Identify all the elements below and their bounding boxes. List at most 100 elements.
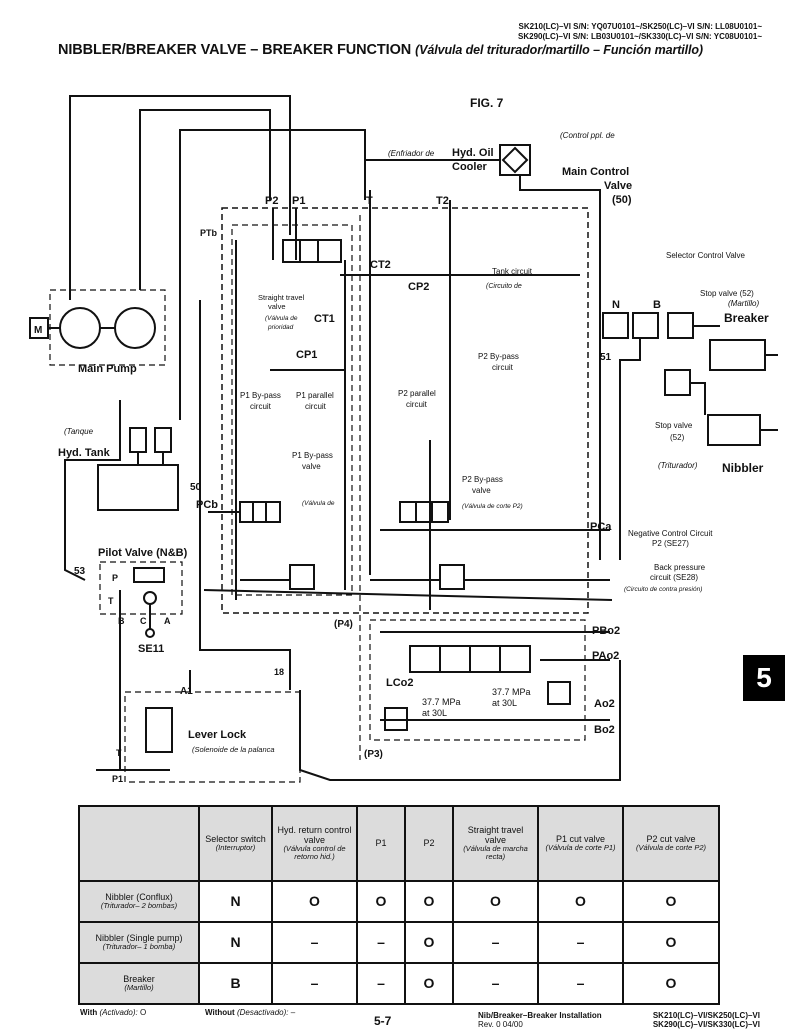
table-cell: –	[271, 961, 358, 1006]
lever-lock-port-t: T	[116, 748, 122, 758]
table-row: Nibbler (Single pump)(Triturador– 1 bomb…	[78, 920, 720, 964]
pilot-port-t: T	[108, 596, 114, 606]
back-pressure-2: circuit (SE28)	[650, 573, 698, 582]
p1-bypass-circuit-2: circuit	[250, 402, 272, 411]
col-straight-travel: Straight travel valve(Válvula de marcha …	[452, 805, 539, 882]
cooler-label-2: Cooler	[452, 161, 488, 173]
main-pump-label: Main Pump	[78, 363, 137, 375]
selector-valve-n	[602, 312, 629, 339]
p1-bypass-valve-es: (Válvula de	[302, 500, 335, 507]
port-pao2: PAo2	[592, 650, 619, 662]
line-pilot-left	[64, 400, 121, 581]
pilot-valve-block	[99, 561, 183, 615]
selector-b-label: B	[653, 299, 661, 311]
lever-lock-solenoid	[145, 707, 173, 753]
model-list-line-2: SK290(LC)–VI S/N: LB03U0101~/SK330(LC)–V…	[518, 32, 762, 41]
footer-doc-1: Nib/Breaker–Breaker Installation	[478, 1011, 602, 1020]
table-cell: O	[622, 879, 720, 923]
nibbler-cylinder	[707, 414, 761, 446]
straight-travel-label-1: Straight travel	[258, 293, 305, 302]
nibbler-label: Nibbler	[722, 461, 764, 475]
port-pbo2: PBo2	[592, 625, 620, 637]
tank-circuit-es: (Circuito de	[486, 283, 522, 290]
martillo-label: (Martillo)	[728, 299, 759, 308]
p2-bypass-circuit-1: P2 By-pass	[478, 352, 519, 361]
back-pressure-es: (Circuito de contra presión)	[624, 586, 702, 593]
mcv-label-3: (50)	[612, 194, 632, 206]
port-pcb: PCb	[196, 499, 218, 511]
straight-travel-spool	[282, 239, 342, 263]
function-matrix-table: Selector switch(Interruptor) Hyd. return…	[78, 805, 720, 1006]
triturador-label: (Triturador)	[658, 461, 698, 470]
port-p3: (P3)	[364, 749, 383, 760]
table-cell: N	[198, 879, 273, 923]
tank-circuit-label: Tank circuit	[492, 267, 533, 276]
line-cooler-return	[179, 129, 366, 420]
table-cell: O	[271, 879, 358, 923]
hydraulic-schematic: FIG. 7 (Control ppl. de (Enfriador de Hy…	[29, 95, 778, 784]
col-p1: P1	[356, 805, 406, 882]
hyd-tank-label: Hyd. Tank	[58, 447, 111, 459]
valve-section-upper	[231, 224, 353, 596]
port-ptb: PTb	[200, 228, 218, 238]
hyd-tank-block	[97, 464, 179, 511]
table-cell: O	[356, 879, 406, 923]
table-cell: –	[537, 920, 624, 964]
title-en: NIBBLER/BREAKER VALVE – BREAKER FUNCTION	[58, 42, 412, 58]
legend-without: Without (Desactivado): –	[205, 1008, 296, 1017]
port-p1: P1	[292, 195, 305, 207]
selector-control-valve-label: Selector Control Valve	[666, 251, 746, 260]
table-cell: O	[622, 920, 720, 964]
table-header-row: Selector switch(Interruptor) Hyd. return…	[78, 805, 720, 882]
lower-section-block	[369, 619, 586, 741]
table-cell: –	[452, 961, 539, 1006]
lever-lock-port-p1: P1	[112, 774, 123, 784]
main-control-valve-block	[221, 207, 589, 614]
table-cell: –	[271, 920, 358, 964]
line-pump-top	[69, 95, 291, 300]
table-cell: –	[356, 961, 406, 1006]
page-number: 5-7	[374, 1014, 392, 1028]
table-cell: N	[198, 920, 273, 964]
selector-n-label: N	[612, 299, 620, 311]
p1-bypass-valve-1: P1 By-pass	[292, 451, 333, 460]
table-cell: O	[404, 879, 454, 923]
col-p1-cut: P1 cut valve(Válvula de corte P1)	[537, 805, 624, 882]
cooler-es-label: (Enfriador de	[388, 149, 435, 158]
control-ppl-label: (Control ppl. de	[560, 131, 615, 140]
footer-models-2: SK290(LC)–VI/SK330(LC)–VI	[652, 1020, 760, 1029]
p2-parallel-2: circuit	[406, 400, 428, 409]
neg-control-2: P2 (SE27)	[652, 539, 689, 548]
pilot-port-c: C	[140, 616, 147, 626]
p1-bypass-valve-2: valve	[302, 462, 321, 471]
line-pump-right	[139, 109, 271, 290]
tanque-label: (Tanque	[64, 427, 94, 436]
pilot-port-a: A	[164, 616, 171, 626]
straight-travel-es-1: (Válvula de	[265, 315, 298, 322]
port-bo2: Bo2	[594, 724, 615, 736]
p1-bypass-circuit-1: P1 By-pass	[240, 391, 281, 400]
col-p2: P2	[404, 805, 454, 882]
section-tab: 5	[743, 655, 785, 701]
port-ct1: CT1	[314, 313, 335, 325]
relief-valve-lower-right	[547, 681, 571, 705]
item-51-label: 51	[600, 352, 612, 363]
fig-label: FIG. 7	[470, 96, 504, 110]
relief-valve-lower-left	[384, 707, 408, 731]
pilot-gauge	[143, 591, 157, 605]
port-t: T	[366, 195, 373, 207]
port-t2: T2	[436, 195, 449, 207]
table-cell: –	[537, 961, 624, 1006]
table-cell: O	[537, 879, 624, 923]
tank-filter-left	[129, 427, 147, 453]
stop-valve-label-1: Stop valve	[655, 421, 693, 430]
line-outer-bottom	[299, 660, 621, 781]
item-50-label: 50	[190, 482, 202, 493]
p2-bypass-valve-2: valve	[472, 486, 491, 495]
se11-label: SE11	[138, 643, 164, 655]
motor-label: M	[34, 325, 42, 336]
pilot-port-p: P	[112, 573, 118, 583]
port-p4: (P4)	[334, 619, 353, 630]
table-cell: O	[404, 961, 454, 1006]
stop-valve-52-breaker	[667, 312, 694, 339]
